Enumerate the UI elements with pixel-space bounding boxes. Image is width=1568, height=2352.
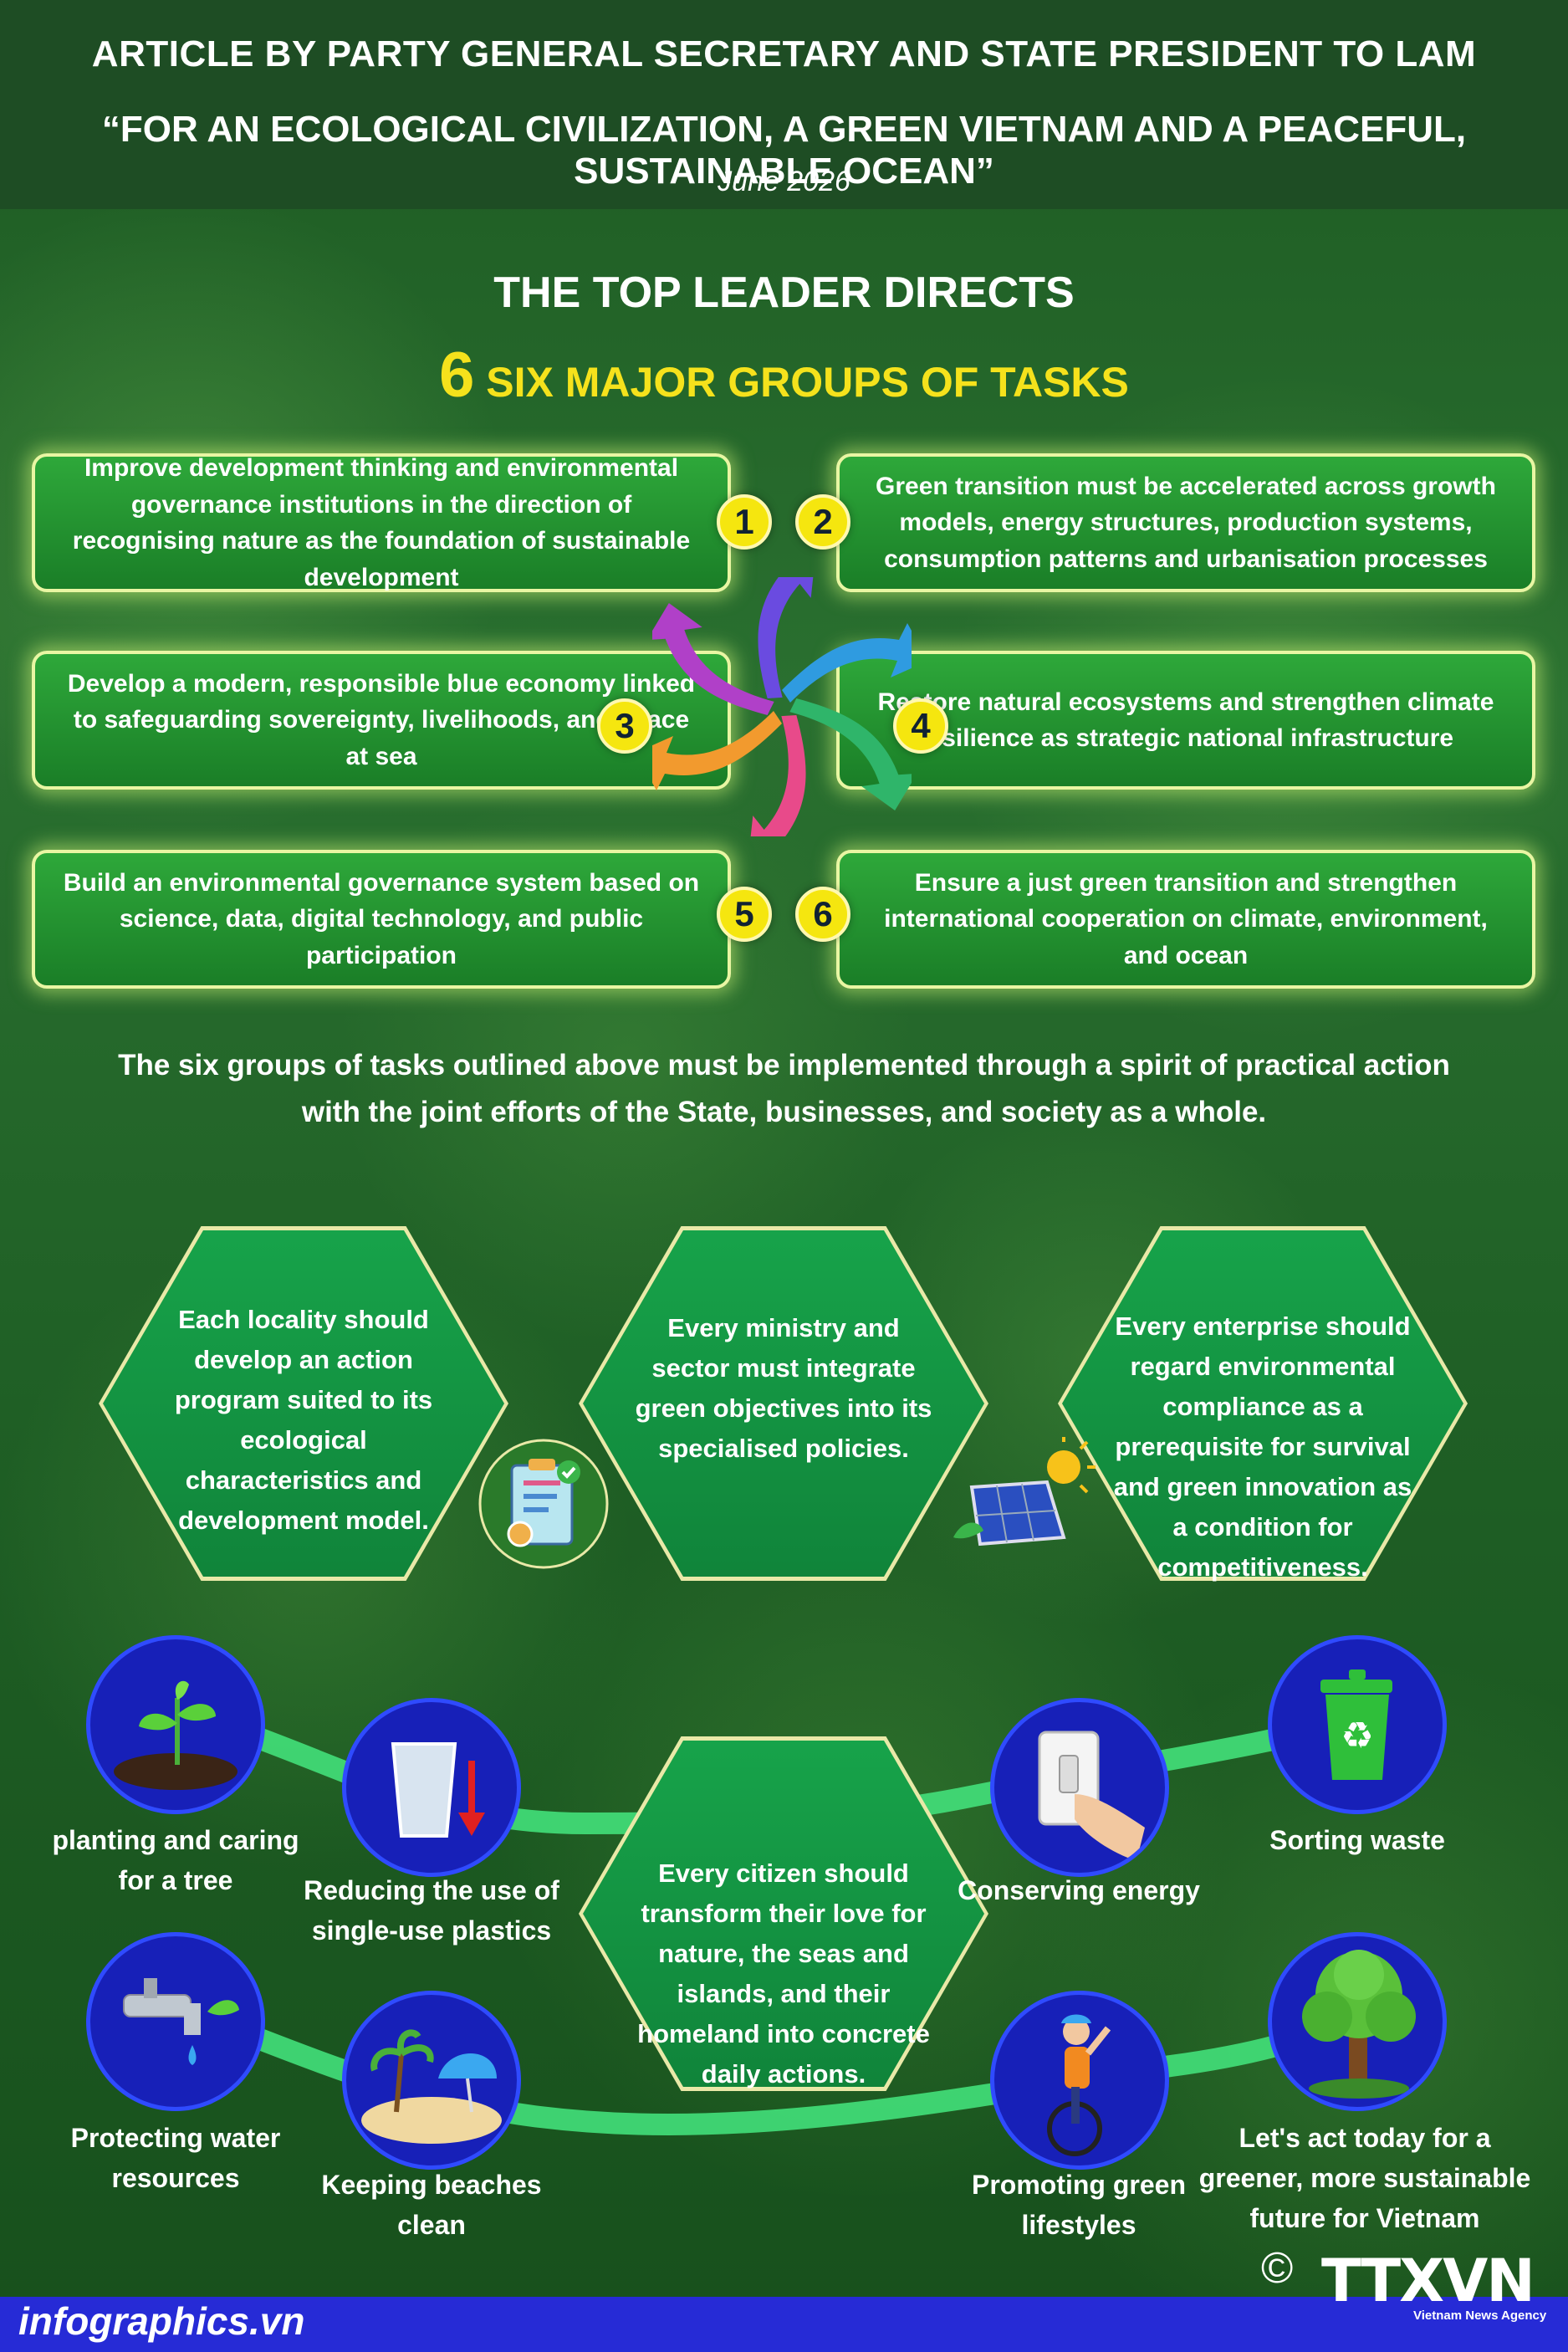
summary-paragraph: The six groups of tasks outlined above m… — [0, 1042, 1568, 1136]
action-label-energy: Conserving energy — [958, 1875, 1200, 1905]
action-label-plastics: Reducing the use of single-use plastics — [304, 1875, 559, 1946]
section-subtitle: 6 SIX MAJOR GROUPS OF TASKS — [0, 339, 1568, 412]
hexagon-text: Each locality should develop an action p… — [174, 1305, 433, 1536]
hexagon-text: Every enterprise should regard environme… — [1113, 1311, 1412, 1582]
sapling-icon — [86, 1635, 265, 1814]
footer-bar — [0, 2297, 1568, 2352]
task-box-5: Build an environmental governance system… — [32, 850, 731, 989]
action-label-future: Let's act today for a greener, more sust… — [1198, 2123, 1531, 2233]
task-box-4: Restore natural ecosystems and strengthe… — [836, 651, 1535, 790]
action-label-beaches: Keeping beaches clean — [321, 2170, 542, 2240]
action-label-water: Protecting water resources — [70, 2123, 281, 2193]
task-number-2: 2 — [795, 494, 850, 550]
task-number-3: 3 — [597, 698, 652, 754]
water-tap-icon — [86, 1932, 265, 2111]
task-number-5: 5 — [717, 887, 772, 942]
hexagon-enterprise: Every enterprise should regard environme… — [1058, 1226, 1468, 1582]
site-name: infographics.vn — [18, 2299, 305, 2343]
hexagon-ministry: Every ministry and sector must integrate… — [579, 1226, 988, 1581]
action-label-waste: Sorting waste — [1269, 1825, 1445, 1855]
cyclist-icon — [990, 1991, 1169, 2170]
action-label-lifestyles: Promoting green lifestyles — [971, 2170, 1186, 2240]
task-text: Ensure a just green transition and stren… — [884, 868, 1488, 969]
task-text: Improve development thinking and environ… — [72, 454, 691, 591]
solar-panel-icon — [953, 1437, 1096, 1547]
hexagon-citizen: Every citizen should transform their lov… — [579, 1736, 988, 2091]
task-number-6: 6 — [795, 887, 850, 942]
action-label-tree: planting and caring for a tree — [52, 1825, 299, 1895]
article-date: June 2026 — [718, 166, 850, 197]
plastic-cup-icon — [342, 1698, 521, 1877]
task-count: 6 — [439, 340, 475, 411]
header: ARTICLE BY PARTY GENERAL SECRETARY AND S… — [0, 0, 1568, 209]
task-number-1: 1 — [717, 494, 772, 550]
beach-icon — [342, 1991, 521, 2170]
summary-line2: with the joint efforts of the State, bus… — [301, 1096, 1267, 1128]
task-box-1: Improve development thinking and environ… — [32, 453, 731, 592]
svg-text:♻: ♻ — [1341, 1715, 1373, 1757]
copyright-symbol: © — [1261, 2244, 1294, 2293]
spiral-arrows-icon — [652, 577, 912, 836]
task-text: Build an environmental governance system… — [63, 868, 700, 969]
ttxvn-logo-subtitle: Vietnam News Agency — [1413, 2309, 1547, 2323]
clipboard-plan-icon — [478, 1439, 609, 1569]
light-switch-icon — [990, 1698, 1169, 1877]
task-text: Develop a modern, responsible blue econo… — [67, 669, 696, 770]
task-box-2: Green transition must be accelerated acr… — [836, 453, 1535, 592]
task-box-6: Ensure a just green transition and stren… — [836, 850, 1535, 989]
section-subtitle-text: SIX MAJOR GROUPS OF TASKS — [486, 359, 1129, 406]
article-title: “FOR AN ECOLOGICAL CIVILIZATION, A GREEN… — [101, 109, 1467, 192]
task-text: Green transition must be accelerated acr… — [876, 472, 1496, 573]
header-line1: ARTICLE BY PARTY GENERAL SECRETARY AND S… — [91, 33, 1477, 74]
task-text: Restore natural ecosystems and strengthe… — [877, 688, 1494, 753]
section-title: THE TOP LEADER DIRECTS — [493, 268, 1075, 317]
hexagon-text: Every ministry and sector must integrate… — [635, 1313, 932, 1464]
recycle-bin-icon: ♻ — [1268, 1635, 1447, 1814]
hexagon-text: Every citizen should transform their lov… — [637, 1859, 930, 2089]
summary-line1: The six groups of tasks outlined above m… — [118, 1049, 1450, 1081]
task-number-4: 4 — [893, 698, 948, 754]
tree-icon — [1268, 1932, 1447, 2111]
hexagon-locality: Each locality should develop an action p… — [99, 1226, 508, 1581]
ttxvn-logo: TTXVN — [1321, 2247, 1535, 2315]
